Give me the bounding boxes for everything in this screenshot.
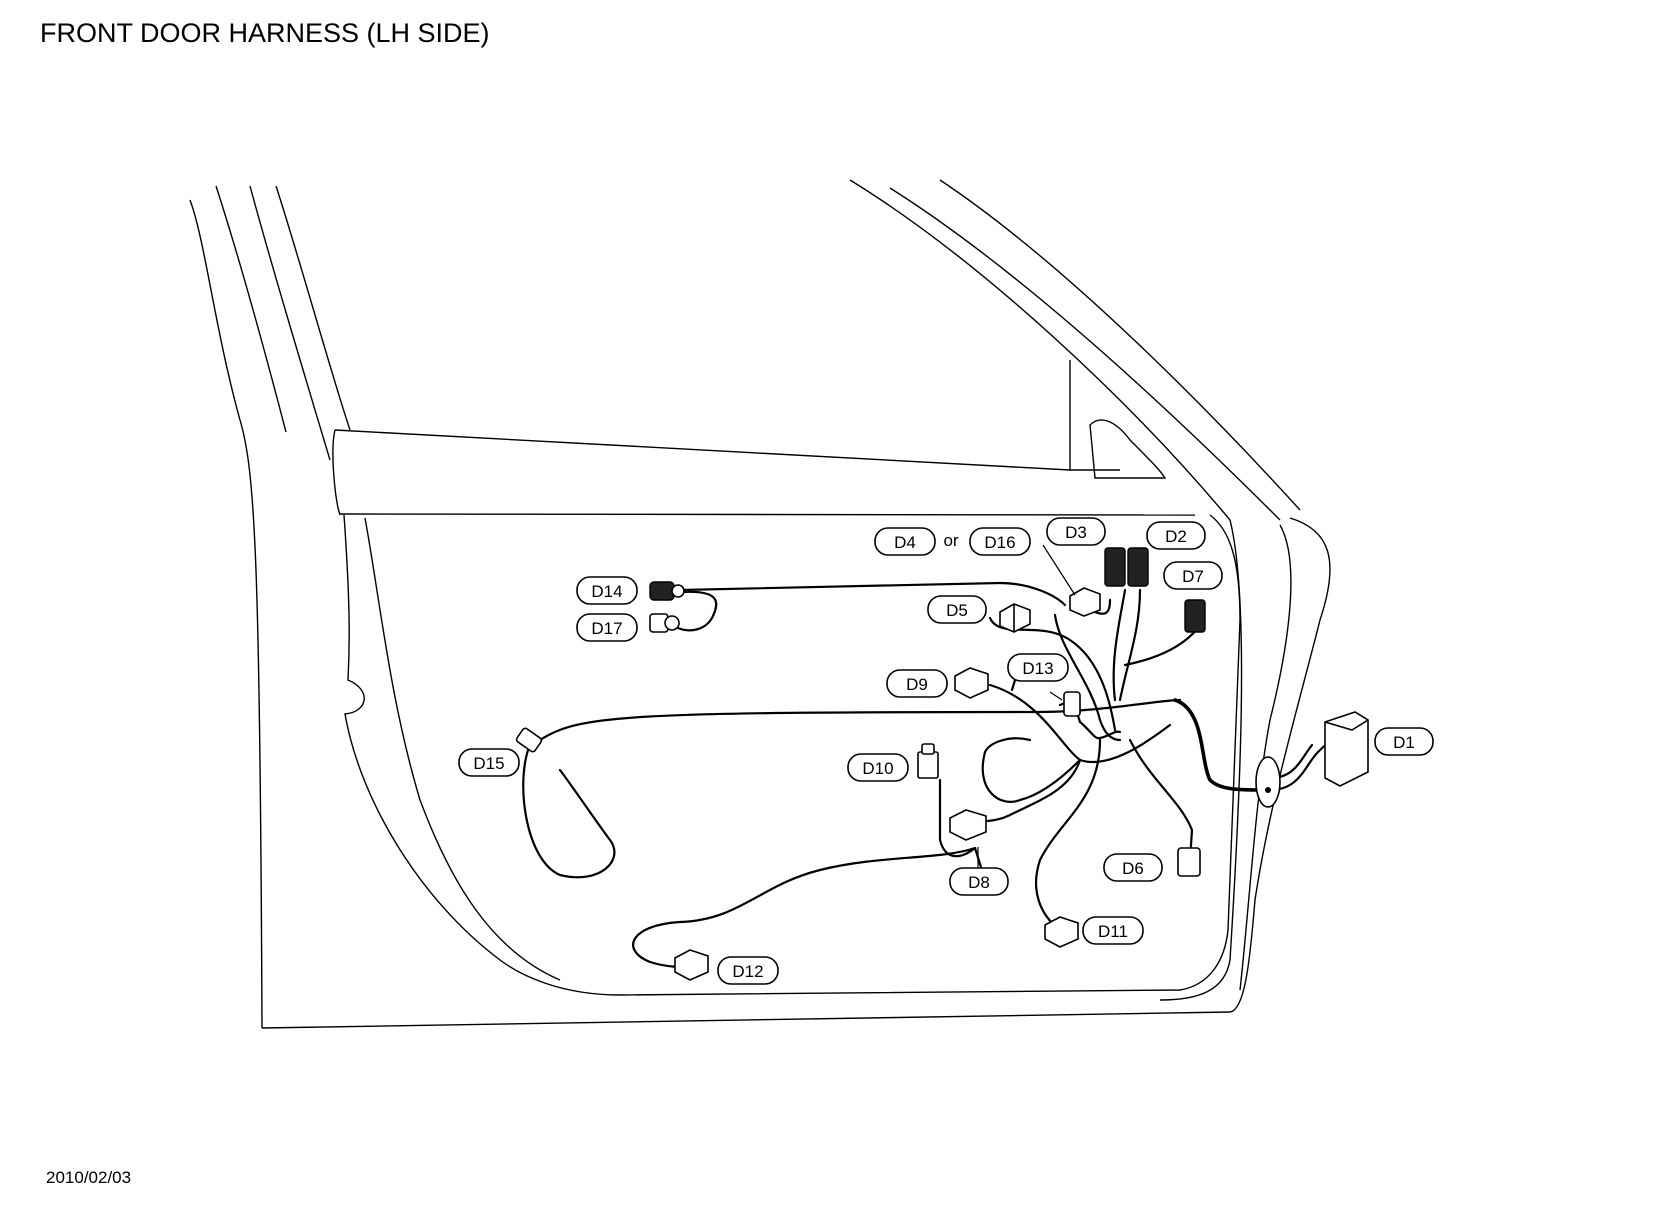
label-d1: D1 — [1374, 727, 1434, 756]
connector-d13-body — [1063, 691, 1081, 717]
label-d15: D15 — [458, 748, 520, 777]
svg-text:D12: D12 — [732, 962, 763, 981]
or-text: or — [943, 531, 958, 550]
connector-d6-body — [1177, 847, 1201, 877]
connector-d5-body — [999, 603, 1031, 633]
grommet — [1255, 756, 1281, 808]
connector-d9-body — [954, 667, 989, 699]
label-d2: D2 — [1146, 521, 1206, 550]
harness-wires — [522, 581, 1342, 968]
connector-d16-body — [1069, 587, 1101, 617]
svg-text:D11: D11 — [1098, 922, 1128, 941]
svg-text:D2: D2 — [1165, 527, 1187, 546]
svg-text:D14: D14 — [591, 582, 622, 601]
label-d10: D10 — [847, 753, 909, 782]
door-outline — [189, 179, 1331, 1029]
label-d17: D17 — [576, 613, 638, 642]
label-d3: D3 — [1046, 517, 1106, 546]
connector-d11-body — [1044, 916, 1079, 948]
connector-d10-body — [917, 743, 939, 779]
connector-d15-body — [515, 727, 543, 753]
leader-lines — [977, 544, 1076, 870]
connector-d7-body — [1184, 599, 1206, 633]
label-d5: D5 — [927, 595, 987, 624]
label-d14: D14 — [576, 576, 638, 605]
svg-text:D16: D16 — [984, 533, 1015, 552]
connector-d8-body — [949, 809, 987, 841]
svg-text:D3: D3 — [1065, 523, 1087, 542]
connector-d17-body — [649, 613, 680, 633]
label-d11: D11 — [1082, 916, 1144, 945]
connector-d1-body — [1324, 711, 1369, 787]
label-d13: D13 — [1007, 653, 1069, 682]
svg-text:D9: D9 — [906, 675, 928, 694]
svg-text:D17: D17 — [591, 619, 622, 638]
svg-text:D4: D4 — [894, 533, 916, 552]
diagram-date: 2010/02/03 — [46, 1168, 132, 1187]
svg-text:D7: D7 — [1182, 567, 1204, 586]
connector-d14-body — [649, 581, 685, 601]
label-d9: D9 — [886, 669, 948, 698]
connector-d2-body — [1127, 547, 1149, 587]
label-d12: D12 — [717, 956, 779, 985]
label-d6: D6 — [1103, 853, 1163, 882]
svg-text:D8: D8 — [968, 873, 990, 892]
connector-d12-body — [674, 949, 709, 981]
diagram-title: FRONT DOOR HARNESS (LH SIDE) — [40, 18, 490, 48]
label-d8: D8 — [949, 867, 1009, 896]
connector-d3-body — [1104, 547, 1126, 587]
label-d7: D7 — [1163, 561, 1223, 590]
svg-text:D1: D1 — [1393, 733, 1415, 752]
svg-text:D5: D5 — [946, 601, 968, 620]
label-d4: D4 — [874, 527, 936, 556]
svg-text:D13: D13 — [1022, 659, 1053, 678]
svg-text:D15: D15 — [473, 754, 504, 773]
svg-text:D10: D10 — [862, 759, 893, 778]
svg-text:D6: D6 — [1122, 859, 1144, 878]
label-d16: D16 — [969, 527, 1031, 556]
